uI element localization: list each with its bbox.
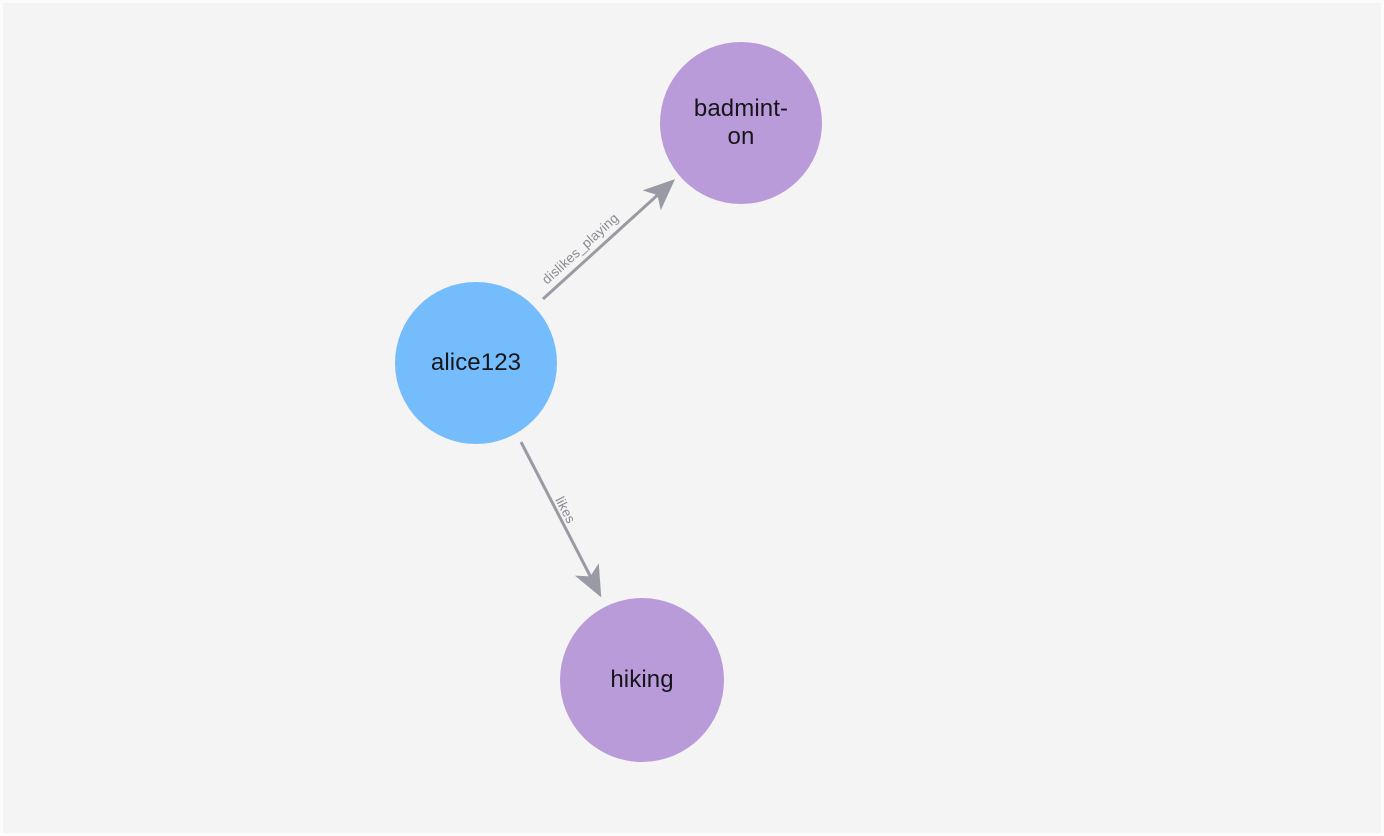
graph-node-badminton[interactable]: badmint- on [660, 42, 822, 204]
graph-node-hiking[interactable]: hiking [560, 598, 724, 762]
graph-node-label: alice123 [430, 349, 522, 377]
edge-label-dislikes-playing: dislikes_playing [538, 210, 622, 288]
edge-line-dislikes-playing [541, 179, 675, 301]
edge-label-likes: likes [552, 494, 579, 526]
graph-node-label: badmint- on [693, 95, 789, 150]
graph-node-label: hiking [610, 666, 674, 694]
graph-node-alice123[interactable]: alice123 [395, 282, 557, 444]
